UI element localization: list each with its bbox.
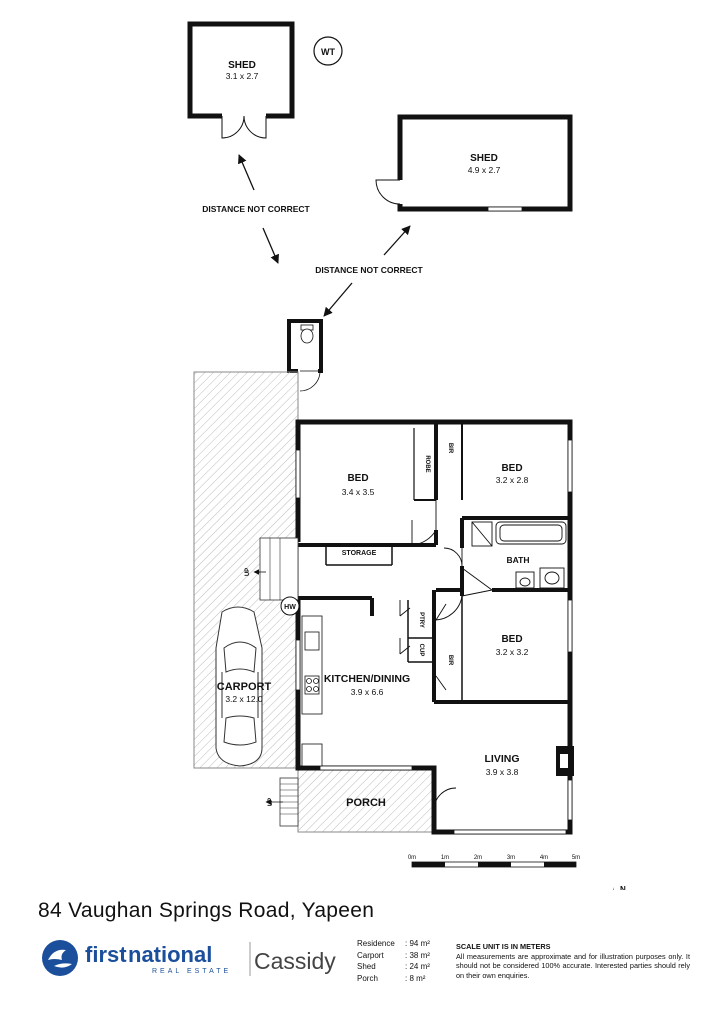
distance-arrow-2a xyxy=(383,225,411,256)
property-address: 84 Vaughan Springs Road, Yapeen xyxy=(38,899,375,922)
bed1-label: BED xyxy=(347,473,368,484)
floor-plan: SHED 3.1 x 2.7 WT SHED 4.9 x 2.7 DISTANC… xyxy=(187,21,626,890)
bir-label-2: BIR xyxy=(447,655,453,666)
fireplace xyxy=(556,746,574,776)
north-label: N xyxy=(620,885,626,890)
bed2-label: BED xyxy=(501,463,522,474)
bath-label: BATH xyxy=(507,555,530,565)
bir-label-1: BIR xyxy=(447,443,453,454)
carport-label: CARPORT xyxy=(217,681,272,693)
scale-tick-5: 5m xyxy=(572,855,580,861)
porch-label: PORCH xyxy=(346,797,386,809)
water-tank: WT xyxy=(313,36,343,66)
house-walls xyxy=(295,419,573,835)
distance-note-2: DISTANCE NOT CORRECT xyxy=(315,265,423,275)
scale-tick-3: 3m xyxy=(507,855,515,861)
first-national-logo: first national REAL ESTATE Cassidy xyxy=(42,940,336,976)
storage-label: STORAGE xyxy=(342,550,377,557)
area-value-residence: : 94 m² xyxy=(405,939,430,948)
area-value-shed: : 24 m² xyxy=(405,962,430,971)
disclaimer-title: SCALE UNIT IS IN METERS xyxy=(456,942,551,951)
side-steps: UP xyxy=(245,537,299,601)
toilet-outhouse xyxy=(287,319,323,392)
living-dims: 3.9 x 3.8 xyxy=(486,767,519,777)
bed2-dims: 3.2 x 2.8 xyxy=(496,475,529,485)
water-tank-label: WT xyxy=(321,47,335,57)
kitchen-label: KITCHEN/DINING xyxy=(324,673,410,685)
scale-bar: 0m 1m 2m 3m 4m 5m xyxy=(408,855,580,868)
shed-2-label: SHED xyxy=(470,153,498,164)
scale-tick-1: 1m xyxy=(441,855,449,861)
cupboard-label: CUP xyxy=(418,644,424,657)
shed-2-dims: 4.9 x 2.7 xyxy=(468,165,501,175)
area-label-carport: Carport xyxy=(357,950,384,960)
disclaimer-text: All measurements are approximate and for… xyxy=(456,951,690,980)
windows xyxy=(295,439,573,835)
bed3-label: BED xyxy=(501,634,522,645)
up-label-side: UP xyxy=(245,568,251,576)
scale-tick-2: 2m xyxy=(474,855,482,861)
area-label-porch: Porch xyxy=(357,973,378,983)
car-icon xyxy=(215,606,263,767)
shed-1-label: SHED xyxy=(228,60,256,71)
brand-national: national xyxy=(128,942,212,967)
hot-water-label: HW xyxy=(284,604,296,611)
robe-label: ROBE xyxy=(424,455,430,472)
brand-first: first xyxy=(85,942,127,967)
distance-arrow-2b xyxy=(323,282,353,317)
living-label: LIVING xyxy=(484,753,519,765)
area-value-carport: : 38 m² xyxy=(405,950,430,960)
distance-note-1: DISTANCE NOT CORRECT xyxy=(202,204,310,214)
area-value-porch: : 8 m² xyxy=(405,973,426,983)
area-label-residence: Residence xyxy=(357,939,395,948)
shed-1: SHED 3.1 x 2.7 xyxy=(187,21,295,139)
scale-tick-0: 0m xyxy=(408,855,416,861)
bed1-dims: 3.4 x 3.5 xyxy=(342,487,375,497)
disclaimer: SCALE UNIT IS IN METERS All measurements… xyxy=(456,942,690,980)
scale-tick-4: 4m xyxy=(540,855,548,861)
pantry-label: PTRY xyxy=(418,612,424,628)
area-label-shed: Shed xyxy=(357,962,376,971)
shed-1-dims: 3.1 x 2.7 xyxy=(226,71,259,81)
bath-fixtures xyxy=(471,521,567,589)
distance-arrow-1a xyxy=(238,154,255,191)
area-summary: Residence : 94 m² Carport : 38 m² Shed : 24… xyxy=(357,938,430,984)
north-arrow-icon: N xyxy=(613,885,626,890)
porch: PORCH UP xyxy=(265,767,435,833)
kitchen-fixtures xyxy=(301,615,323,767)
kitchen-dims: 3.9 x 6.6 xyxy=(351,687,384,697)
hot-water-unit: HW xyxy=(280,596,300,616)
brand-real-estate: REAL ESTATE xyxy=(152,968,231,975)
carport-dims: 3.2 x 12.0 xyxy=(225,694,263,704)
shed-2: SHED 4.9 x 2.7 xyxy=(375,114,573,212)
distance-arrow-1b xyxy=(262,227,279,264)
bed3-dims: 3.2 x 3.2 xyxy=(496,647,529,657)
brand-office: Cassidy xyxy=(254,948,336,974)
